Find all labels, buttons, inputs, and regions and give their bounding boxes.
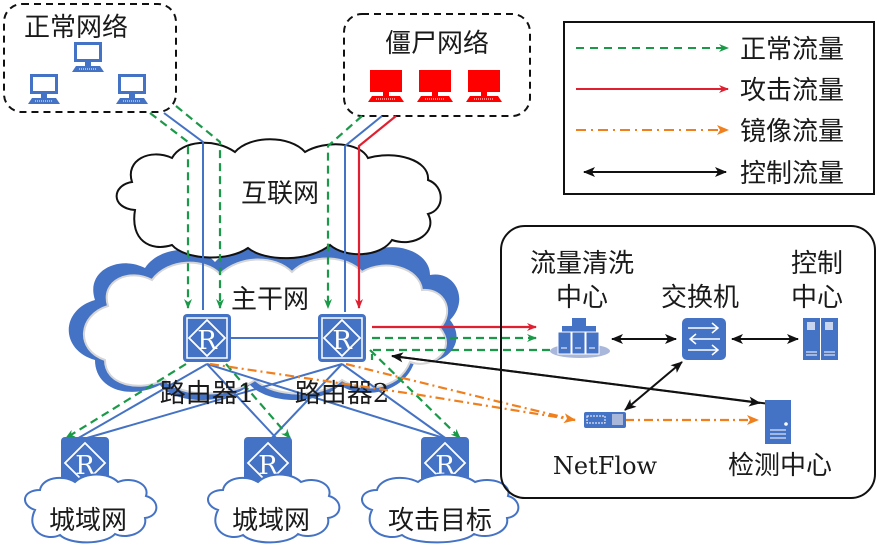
attack-target-label: 攻击目标 (388, 506, 492, 536)
attack-target-network: R 攻击目标 (361, 436, 520, 544)
defense-panel: 流量清洗 中心 交换机 控制 中心 NetFlow 检测中心 (500, 225, 876, 499)
scrubbing-center-label-1: 流量清洗 (530, 249, 634, 279)
router-1-glyph: R (197, 326, 218, 356)
control-links (611, 334, 799, 411)
internet-cloud: 互联网 (115, 138, 442, 260)
internet-label: 互联网 (241, 179, 319, 209)
bot-computer-icon (367, 69, 405, 103)
legend-item-control: 控制流量 (583, 159, 844, 189)
normal-network-label: 正常网络 (24, 13, 128, 43)
legend-item-attack: 攻击流量 (576, 76, 844, 106)
backbone-cloud (68, 241, 460, 400)
botnet-traffic (324, 115, 397, 312)
botnet-group: 僵尸网络 (343, 13, 531, 117)
switch-label: 交换机 (661, 283, 739, 313)
detection-center-label: 检测中心 (728, 451, 832, 481)
control-center-label-2: 中心 (791, 283, 843, 313)
target-router-glyph: R (435, 451, 456, 481)
botnet-label: 僵尸网络 (385, 29, 489, 59)
normal-traffic-left (149, 105, 224, 310)
bot-computer-icon (416, 69, 454, 103)
metro-network-2: R 城域网 (207, 436, 341, 544)
normal-network-group: 正常网络 (3, 3, 177, 113)
router-1-label: 路由器1 (160, 379, 255, 409)
scrubbing-center-label-2: 中心 (556, 283, 608, 313)
legend: 正常流量 攻击流量 镜像流量 控制流量 (563, 21, 875, 195)
netflow-label: NetFlow (553, 452, 658, 480)
legend-label: 镜像流量 (740, 117, 844, 147)
metro-router-2-glyph: R (258, 451, 279, 481)
metro-2-label: 城域网 (232, 506, 310, 536)
computer-icon (71, 41, 105, 73)
legend-label: 攻击流量 (740, 76, 844, 106)
computer-icon (27, 73, 61, 105)
metro-network-1: R 城域网 (24, 436, 158, 544)
router2-outbound-flows (370, 323, 771, 407)
scrubbing-servers-icon (550, 318, 610, 358)
netflow-device-icon (584, 412, 626, 428)
backbone-label: 主干网 (231, 285, 309, 315)
normal-traffic-down (65, 349, 461, 439)
switch-icon (682, 318, 726, 360)
detection-server-icon (765, 400, 791, 444)
legend-label: 正常流量 (740, 35, 844, 65)
control-center-label-1: 控制 (791, 249, 843, 279)
legend-item-mirror: 镜像流量 (576, 117, 844, 147)
metro-1-label: 城域网 (49, 506, 127, 536)
metro-router-1-glyph: R (75, 451, 96, 481)
bot-computer-icon (465, 69, 503, 103)
legend-label: 控制流量 (740, 159, 844, 189)
router-2-glyph: R (332, 326, 353, 356)
legend-item-normal: 正常流量 (576, 35, 844, 65)
computer-icon (115, 73, 149, 105)
control-center-cabinet-icon (803, 318, 838, 360)
